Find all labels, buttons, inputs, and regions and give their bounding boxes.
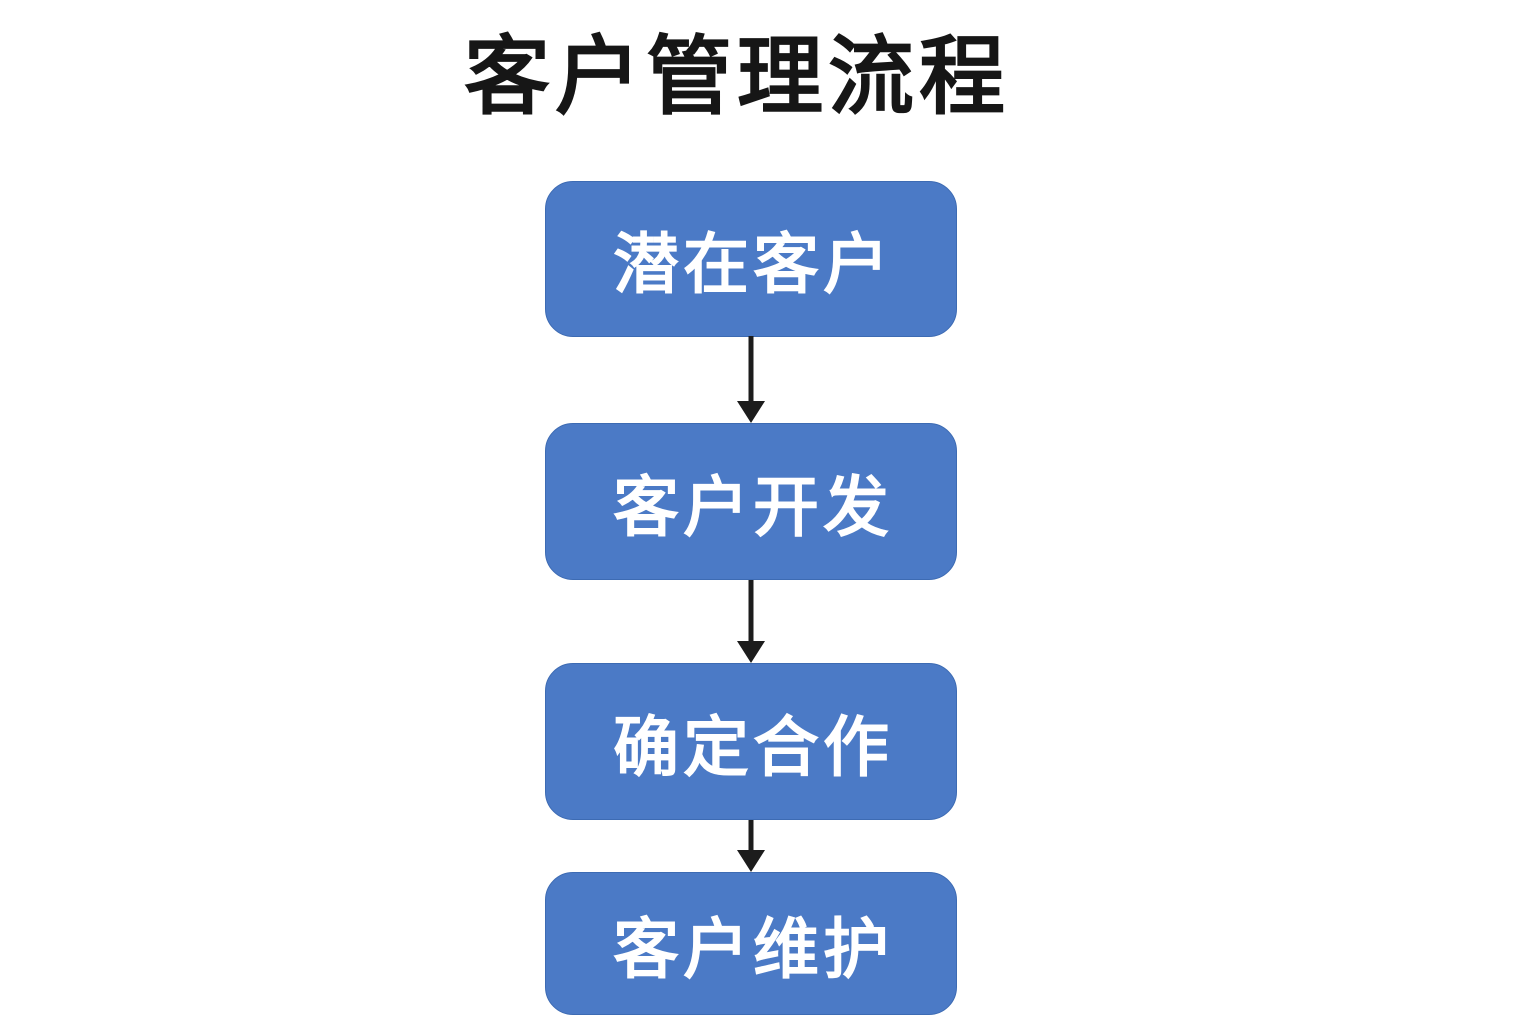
flow-node-label: 客户维护 — [613, 911, 893, 986]
flow-node-label: 客户开发 — [613, 469, 893, 544]
flow-node-potential-customers: 潜在客户 — [545, 181, 957, 337]
flow-node-confirm-cooperation: 确定合作 — [545, 663, 957, 820]
down-arrow-icon — [737, 580, 765, 663]
flow-node-label: 潜在客户 — [613, 227, 893, 301]
down-arrow-icon — [737, 336, 765, 423]
page-title: 客户管理流程 — [464, 29, 1010, 125]
flow-node-label: 确定合作 — [613, 709, 893, 784]
flow-node-customer-maintenance: 客户维护 — [545, 872, 957, 1015]
flow-node-customer-development: 客户开发 — [545, 423, 957, 580]
down-arrow-icon — [737, 820, 765, 872]
